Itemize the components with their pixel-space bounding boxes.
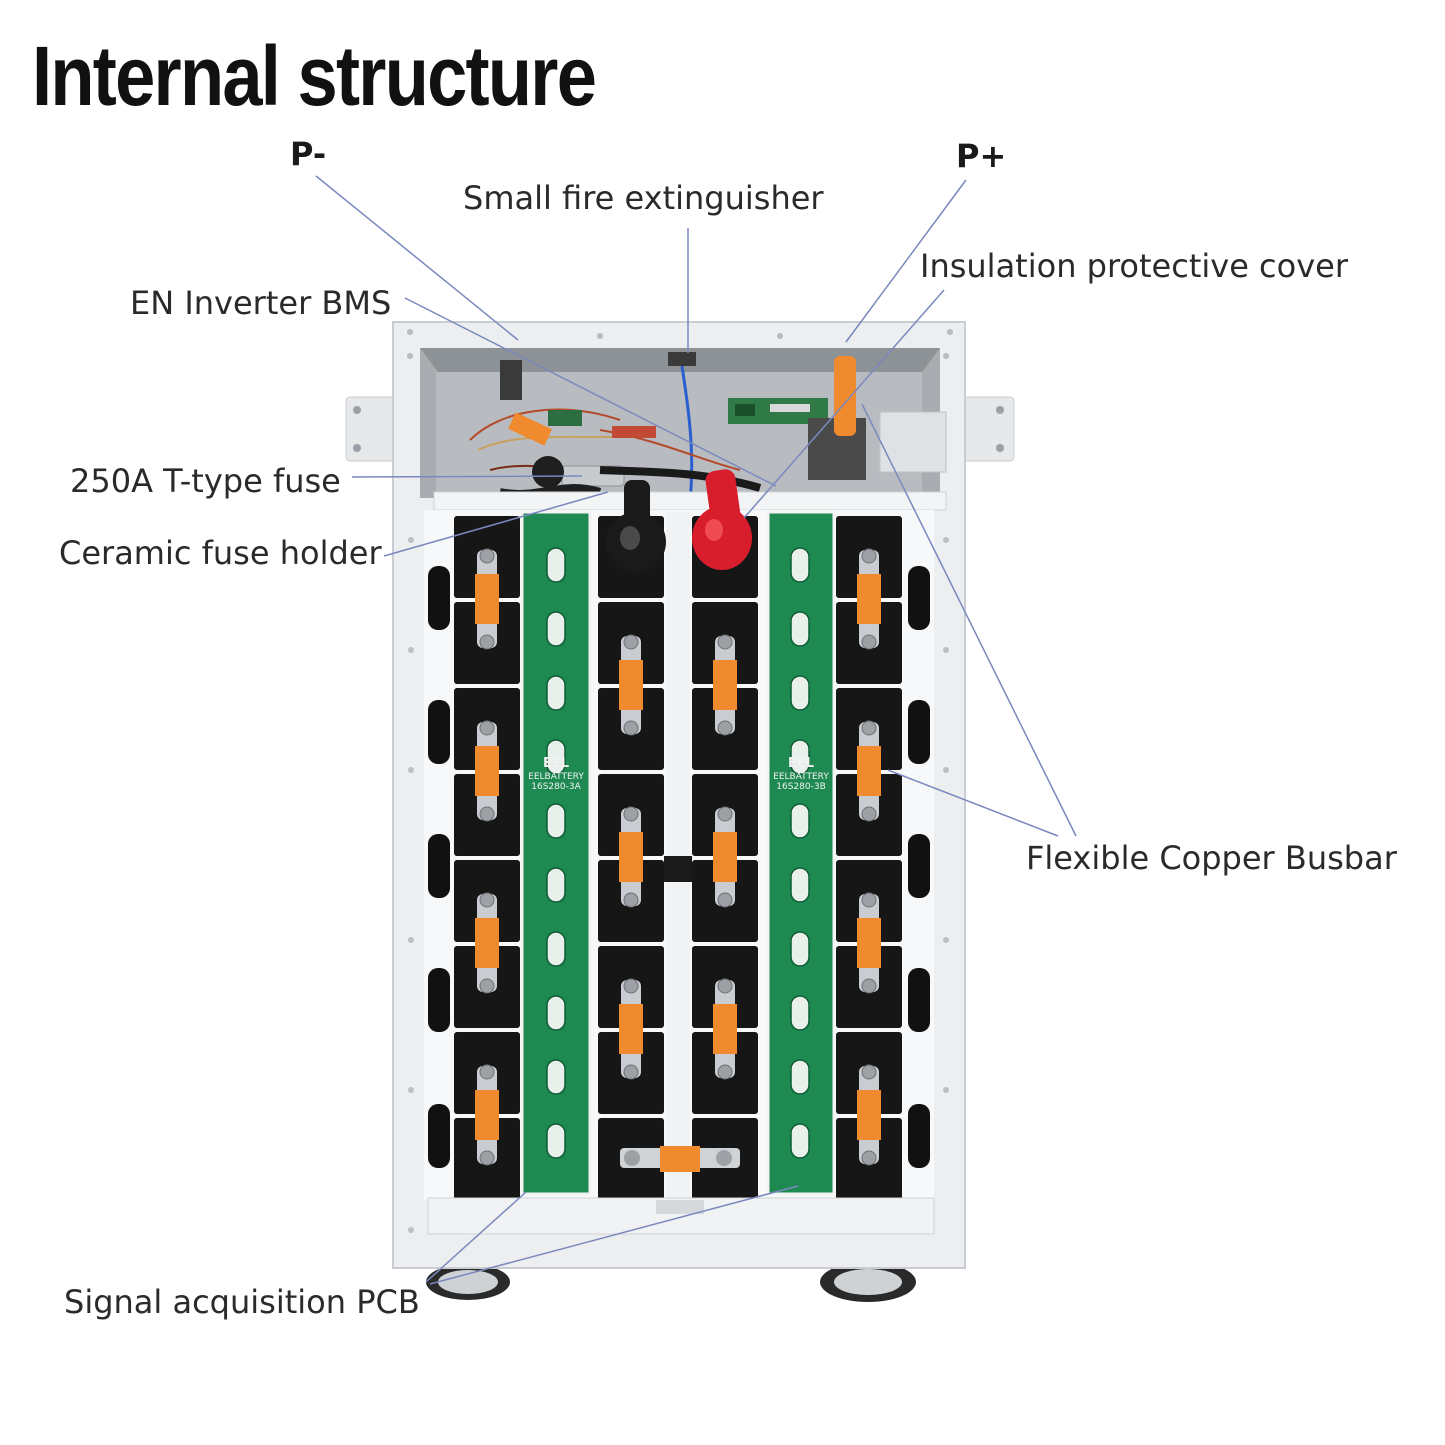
p-minus-label: P- xyxy=(290,135,327,173)
bms-label: EN Inverter BMS xyxy=(130,284,392,322)
flexible-copper-busbar xyxy=(475,746,499,796)
left-pcb-model: 16S280-3A xyxy=(531,782,581,793)
flexible-copper-busbar xyxy=(713,1004,737,1054)
pcb-slot xyxy=(546,1059,566,1095)
flexible-copper-busbar xyxy=(857,574,881,624)
pcb-slot xyxy=(546,739,566,775)
fuse-label: 250A T-type fuse xyxy=(70,462,341,500)
flexible-copper-busbar xyxy=(857,918,881,968)
fire-extinguisher-label: Small fire extinguisher xyxy=(463,179,824,217)
pcb-slot xyxy=(790,1059,810,1095)
flexible-copper-busbar xyxy=(857,746,881,796)
flexible-copper-busbar xyxy=(619,660,643,710)
pcb-slot xyxy=(790,867,810,903)
pcb-slot xyxy=(790,611,810,647)
pcb-slot xyxy=(546,611,566,647)
left-caster-wheel xyxy=(426,1264,510,1300)
pcb-slot xyxy=(546,995,566,1031)
flexible-copper-busbar xyxy=(475,1090,499,1140)
flexible-copper-busbar xyxy=(475,574,499,624)
flexible-copper-busbar xyxy=(857,1090,881,1140)
right-pcb-model: 16S280-3B xyxy=(776,782,826,793)
pcb-slot xyxy=(790,995,810,1031)
pcb-slot xyxy=(790,739,810,775)
pcb-slot xyxy=(790,1123,810,1159)
pcb-slot xyxy=(546,867,566,903)
black-terminal-cover xyxy=(606,480,666,572)
left-pcb-brand: EELBATTERY xyxy=(528,771,584,782)
left-pcb-marking: EEL EELBATTERY 16S280-3A xyxy=(526,756,586,793)
right-pcb-brand: EELBATTERY xyxy=(773,771,829,782)
busbar-label: Flexible Copper Busbar xyxy=(1026,839,1397,877)
page-title: Internal structure xyxy=(32,29,597,123)
flexible-copper-busbar xyxy=(475,918,499,968)
pcb-slot xyxy=(546,931,566,967)
p-plus-insulation-cover xyxy=(834,356,856,436)
flexible-copper-busbar xyxy=(713,832,737,882)
flexible-copper-busbar xyxy=(713,660,737,710)
p-plus-label: P+ xyxy=(956,137,1007,175)
pcb-label: Signal acquisition PCB xyxy=(64,1283,420,1321)
pcb-slot xyxy=(790,675,810,711)
right-mounting-bracket xyxy=(963,396,1015,462)
right-caster-wheel xyxy=(820,1262,916,1302)
left-pcb-logo: EEL xyxy=(542,756,570,771)
right-pcb-marking: EEL EELBATTERY 16S280-3B xyxy=(771,756,831,793)
flexible-copper-busbar xyxy=(619,1004,643,1054)
pcb-slot xyxy=(790,547,810,583)
callout-lines xyxy=(315,175,1077,1285)
red-insulation-cover xyxy=(692,469,752,570)
pcb-slot xyxy=(546,803,566,839)
pcb-slot xyxy=(790,931,810,967)
fire-extinguisher-unit xyxy=(668,352,696,366)
left-mounting-bracket xyxy=(345,396,399,462)
pcb-slot xyxy=(546,547,566,583)
right-pcb-logo: EEL xyxy=(787,756,815,771)
pcb-slot xyxy=(546,675,566,711)
pcb-slot xyxy=(546,1123,566,1159)
pcb-slot xyxy=(790,803,810,839)
insulation-cover-label: Insulation protective cover xyxy=(920,247,1348,285)
fuse-holder-label: Ceramic fuse holder xyxy=(59,534,382,572)
flexible-copper-busbar xyxy=(619,832,643,882)
